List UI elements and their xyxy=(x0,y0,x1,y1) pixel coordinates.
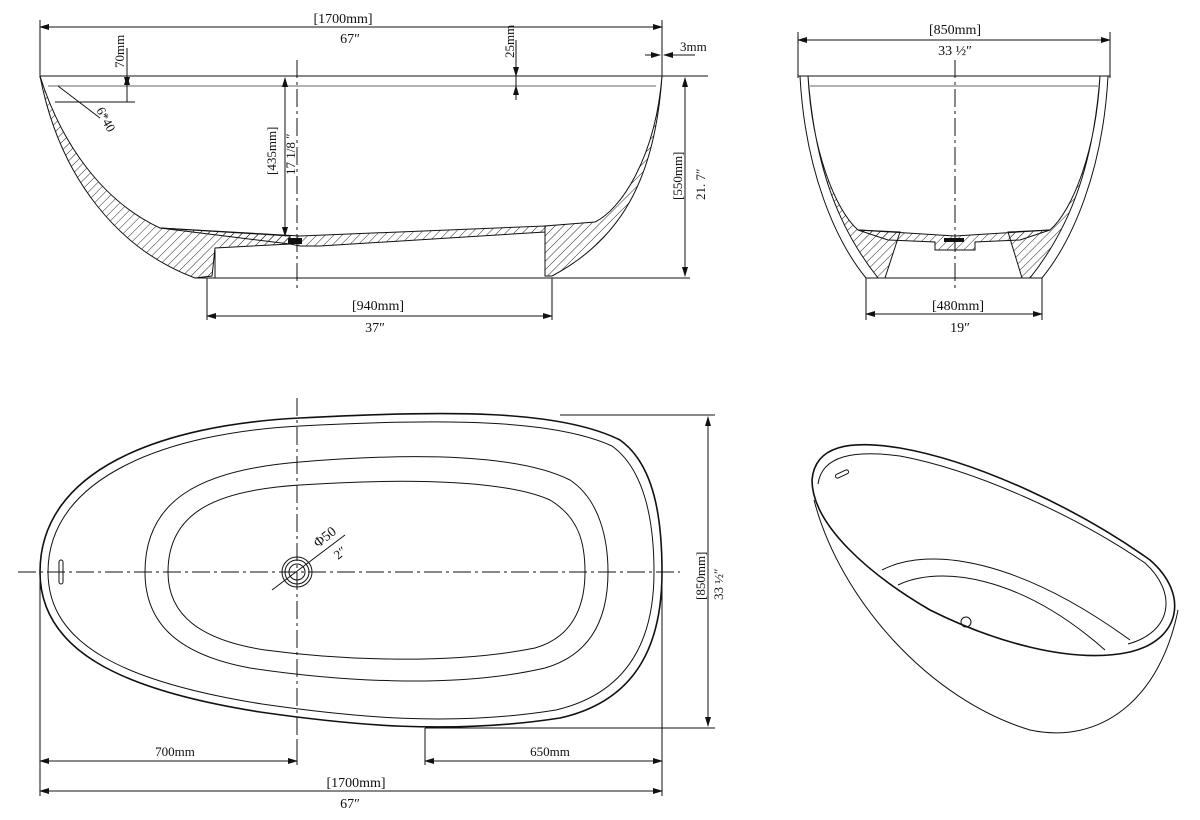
side-length-mm: [1700mm] xyxy=(313,12,372,27)
plan-width-inch: 33 ½″ xyxy=(711,569,726,600)
rim-height-label: 70mm xyxy=(112,35,127,68)
overall-height-mm: [550mm] xyxy=(670,152,685,200)
end-width-mm: [850mm] xyxy=(929,23,981,38)
perspective-view xyxy=(811,443,1179,734)
wall-thickness-label: 3mm xyxy=(680,39,707,54)
plan-view: Φ50 2″ [850mm] 33 ½″ 700mm 650mm [1700mm… xyxy=(18,398,726,812)
drain-offset-label: 700mm xyxy=(155,744,195,759)
rim-thickness-label: 25mm xyxy=(502,25,517,58)
base-length-inch: 37″ xyxy=(365,321,385,336)
inner-depth-inch: 17 1/8 ″ xyxy=(283,133,298,175)
inner-depth-mm: [435mm] xyxy=(264,127,279,175)
side-section-view: [1700mm] 67″ 70mm 25mm 3mm 6*40 xyxy=(39,12,708,336)
plan-length-inch: 67″ xyxy=(340,797,360,812)
drain-diameter-inch: 2″ xyxy=(331,543,350,562)
end-width-inch: 33 ½″ xyxy=(938,44,972,59)
plan-width-mm: [850mm] xyxy=(693,552,708,600)
plan-length-mm: [1700mm] xyxy=(326,776,385,791)
end-section-view: [850mm] 33 ½″ [480mm] 19″ xyxy=(797,23,1111,336)
end-base-width-inch: 19″ xyxy=(950,321,970,336)
end-base-width-mm: [480mm] xyxy=(932,299,984,314)
widest-offset-label: 650mm xyxy=(530,744,570,759)
overflow-label: 6*40 xyxy=(93,104,118,134)
base-length-mm: [940mm] xyxy=(352,299,404,314)
overall-height-inch: 21. 7″ xyxy=(693,169,708,200)
side-length-inch: 67″ xyxy=(340,32,360,47)
